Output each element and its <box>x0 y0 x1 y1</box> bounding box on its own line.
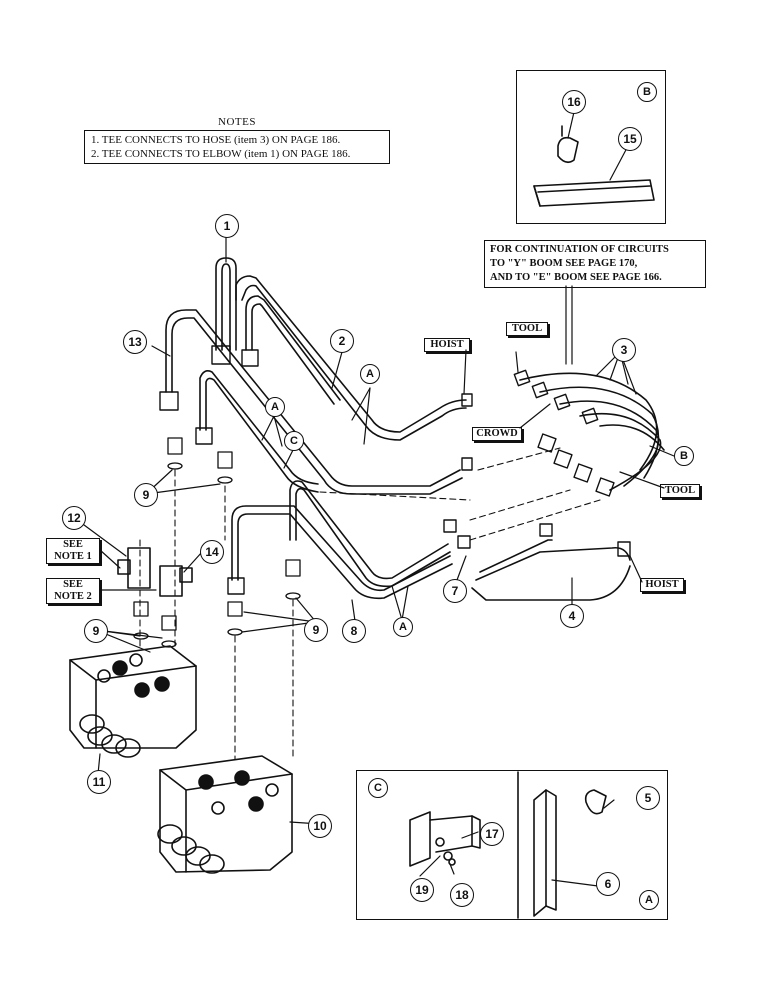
tool-tag-lower: TOOL <box>660 484 700 498</box>
continuation-note: FOR CONTINUATION OF CIRCUITS TO "Y" BOOM… <box>484 240 706 288</box>
note-2: 2. TEE CONNECTS TO ELBOW (item 1) ON PAG… <box>91 148 351 160</box>
callout-16: 16 <box>562 90 586 114</box>
tube-2 <box>245 295 341 405</box>
callout-5: 5 <box>636 786 660 810</box>
view-label-c-tube: C <box>284 431 304 451</box>
see-note-2-line-2: NOTE 2 <box>54 591 92 602</box>
view-label-b-hose: B <box>674 446 694 466</box>
notes-block: NOTES 1. TEE CONNECTS TO HOSE (item 3) O… <box>84 116 390 164</box>
crowd-tag: CROWD <box>472 427 522 441</box>
callout-14: 14 <box>200 540 224 564</box>
inset-views-c-a <box>356 770 668 920</box>
tool-tag-upper: TOOL <box>506 322 548 336</box>
view-label-a-middle: A <box>265 397 285 417</box>
tube-13 <box>165 309 463 495</box>
inset-b-parts <box>533 125 655 207</box>
callout-7: 7 <box>443 579 467 603</box>
adapters-9 <box>133 437 301 648</box>
tube-13-drop <box>199 370 319 493</box>
callout-11: 11 <box>87 770 111 794</box>
continuation-line-2: TO "Y" BOOM SEE PAGE 170, <box>490 258 638 269</box>
continuation-line-1: FOR CONTINUATION OF CIRCUITS <box>490 244 669 255</box>
callout-6: 6 <box>596 872 620 896</box>
callout-2: 2 <box>330 329 354 353</box>
hoist-tag-upper: HOIST <box>424 338 470 352</box>
see-note-1-tag: SEE NOTE 1 <box>46 538 100 564</box>
tube-1 <box>215 257 467 441</box>
callout-10: 10 <box>308 814 332 838</box>
callout-19: 19 <box>410 878 434 902</box>
view-label-c-inset: C <box>368 778 388 798</box>
see-note-2-line-1: SEE <box>63 579 83 590</box>
control-valve-10 <box>157 755 293 874</box>
view-label-a-inset: A <box>639 890 659 910</box>
tube-end-nuts <box>159 345 259 595</box>
callout-12: 12 <box>62 506 86 530</box>
view-label-a-lower: A <box>393 617 413 637</box>
inset-a-parts <box>533 789 607 917</box>
continuation-line-3: AND TO "E" BOOM SEE PAGE 166. <box>490 272 662 283</box>
tube-8 <box>231 480 453 600</box>
callout-8: 8 <box>342 619 366 643</box>
view-label-b-inset: B <box>637 82 657 102</box>
tube-4 <box>471 539 631 601</box>
notes-list: 1. TEE CONNECTS TO HOSE (item 3) ON PAGE… <box>84 130 390 164</box>
callout-15: 15 <box>618 127 642 151</box>
hoist-tag-lower: HOIST <box>640 578 684 592</box>
hose-bundle-3 <box>519 372 665 491</box>
see-note-2-tag: SEE NOTE 2 <box>46 578 100 604</box>
inset-c-parts <box>409 811 481 867</box>
notes-title: NOTES <box>218 116 256 128</box>
callout-17: 17 <box>480 822 504 846</box>
callout-3: 3 <box>612 338 636 362</box>
view-label-a-upper: A <box>360 364 380 384</box>
alignment-dashes <box>139 447 601 761</box>
leader-lines <box>79 111 675 887</box>
see-note-1-line-2: NOTE 1 <box>54 551 92 562</box>
see-note-1-line-1: SEE <box>63 539 83 550</box>
tee-14 <box>159 565 193 597</box>
callout-9-right: 9 <box>304 618 328 642</box>
callout-18: 18 <box>450 883 474 907</box>
callout-9-upper: 9 <box>134 483 158 507</box>
callout-9-left: 9 <box>84 619 108 643</box>
control-valve-11 <box>69 645 197 758</box>
hose-fittings <box>443 369 631 557</box>
callout-13: 13 <box>123 330 147 354</box>
callout-1: 1 <box>215 214 239 238</box>
note-1: 1. TEE CONNECTS TO HOSE (item 3) ON PAGE… <box>91 134 341 146</box>
callout-4: 4 <box>560 604 584 628</box>
